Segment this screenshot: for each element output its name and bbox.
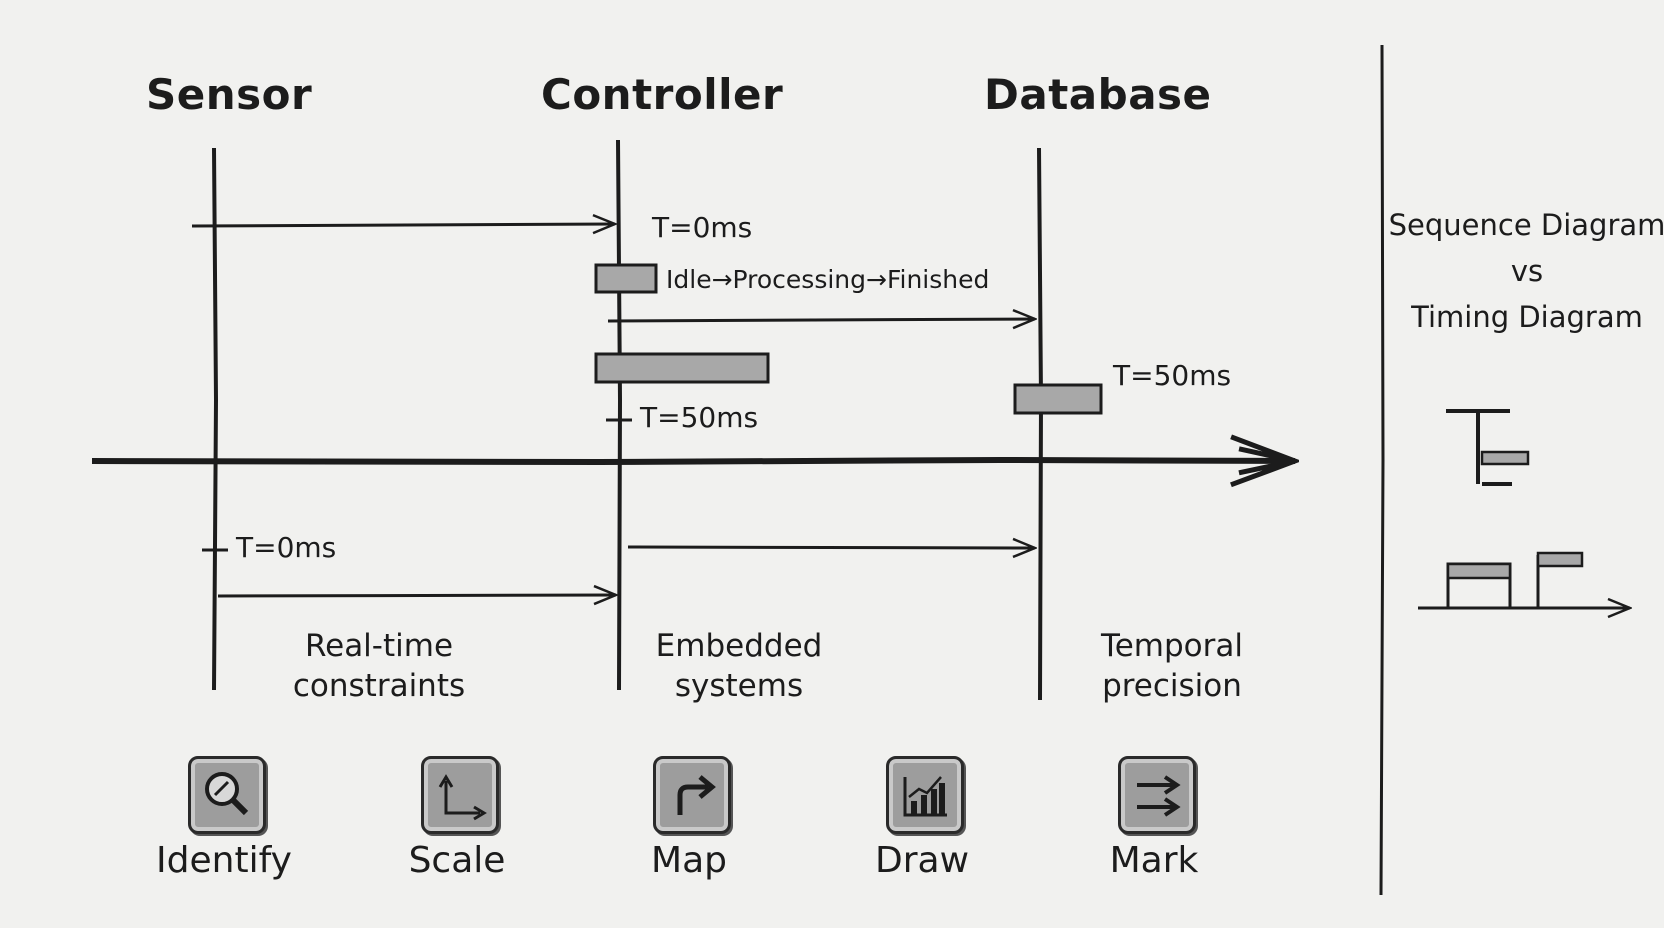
participant-sensor: Sensor — [146, 70, 313, 119]
mini-sequence-icon — [1446, 409, 1530, 486]
database-activation — [1013, 383, 1103, 415]
controller-activation-short — [594, 263, 658, 294]
participant-controller: Controller — [541, 70, 784, 119]
step-draw-label: Draw — [874, 840, 970, 881]
sensor-lifeline — [212, 147, 219, 691]
timing-controller-to-database — [627, 547, 1035, 548]
caption-realtime-text: Real-time constraints — [292, 628, 466, 704]
caption-temporal: Temporal precision — [1101, 626, 1243, 706]
controller-lifeline — [616, 139, 623, 691]
t0-label: T=0ms — [652, 211, 753, 244]
sidebar-title-line1: Sequence Diagram — [1388, 208, 1664, 242]
sidebar-title-line3: Timing Diagram — [1411, 300, 1643, 334]
time-axis — [91, 460, 1295, 462]
magnifier-icon — [188, 756, 266, 834]
controller-t50-label: T=50ms — [640, 401, 759, 434]
bar-chart-icon — [886, 756, 964, 834]
step-identify-label: Identify — [156, 840, 292, 881]
caption-embedded-text: Embedded systems — [655, 628, 823, 704]
state-transition-label: Idle→Processing→Finished — [666, 265, 990, 294]
message-controller-to-database — [607, 319, 1035, 321]
participant-database: Database — [984, 70, 1212, 119]
controller-activation-long — [594, 352, 770, 384]
caption-embedded: Embedded systems — [656, 626, 823, 706]
sensor-t0-label: T=0ms — [236, 531, 337, 564]
mini-timing-icon — [1418, 551, 1630, 608]
caption-realtime: Real-time constraints — [293, 626, 465, 706]
double-arrow-icon — [1118, 756, 1196, 834]
step-map-label: Map — [651, 840, 727, 881]
sidebar-divider — [1379, 44, 1385, 896]
caption-temporal-text: Temporal precision — [1101, 628, 1243, 704]
step-mark-label: Mark — [1109, 840, 1199, 881]
turn-arrow-icon — [653, 756, 731, 834]
step-scale-label: Scale — [408, 840, 506, 881]
database-lifeline — [1037, 147, 1044, 701]
timing-sensor-to-controller — [217, 595, 616, 596]
database-t50-label: T=50ms — [1113, 359, 1232, 392]
message-sensor-to-controller — [191, 224, 615, 226]
axes-scale-icon — [421, 756, 499, 834]
sidebar-title-line2: vs — [1510, 254, 1544, 288]
